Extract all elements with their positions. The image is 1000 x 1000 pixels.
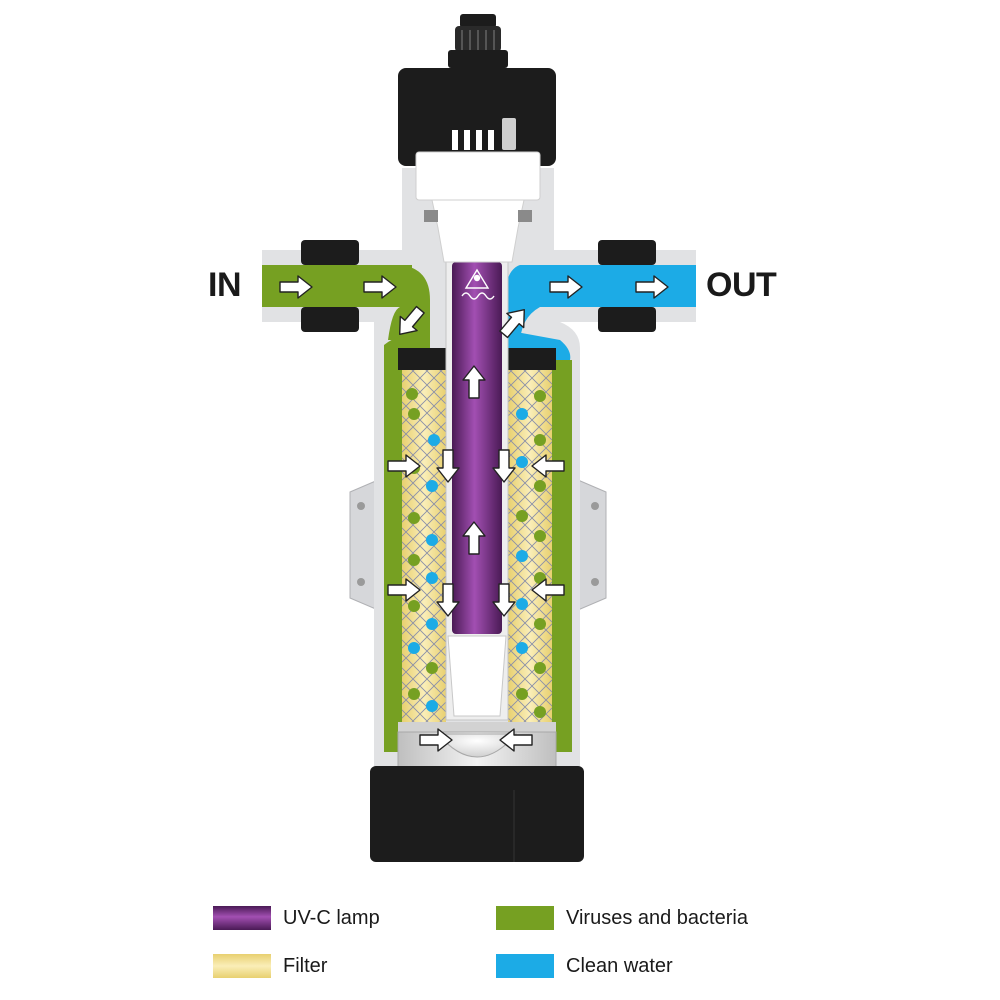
uv-symbol-icon — [461, 268, 495, 300]
flow-arrow-icon — [462, 365, 486, 399]
legend-item-viruses-and-bacteria: Viruses and bacteria — [496, 903, 748, 933]
virus-bacteria-particle — [406, 388, 418, 400]
virus-bacteria-particle — [408, 512, 420, 524]
right-bracket-screw — [591, 502, 599, 510]
flow-arrow-icon — [387, 454, 421, 478]
bottom-base — [370, 766, 584, 862]
outlet-coupling-bottom — [598, 307, 656, 332]
flow-arrow-icon — [635, 275, 669, 299]
flow-arrow-icon — [499, 309, 525, 339]
clean-water-particle — [516, 598, 528, 610]
flow-arrow-icon — [387, 578, 421, 602]
clean-water-particle — [408, 642, 420, 654]
flow-arrow-icon — [499, 728, 533, 752]
clean-water-particle — [516, 642, 528, 654]
virus-bacteria-particle — [534, 480, 546, 492]
flow-arrow-icon — [531, 578, 565, 602]
outlet-water — [520, 265, 696, 307]
legend-item-filter: Filter — [213, 951, 327, 981]
clean-water-particle — [516, 408, 528, 420]
flow-arrow-icon — [492, 583, 516, 617]
right-bracket-screw — [591, 578, 599, 586]
virus-bacteria-particle — [534, 662, 546, 674]
inlet-label: IN — [208, 266, 242, 304]
clean-water-particle — [426, 572, 438, 584]
flow-arrow-icon — [531, 454, 565, 478]
virus-bacteria-particle — [408, 688, 420, 700]
virus-bacteria-particle — [534, 530, 546, 542]
flow-arrow-icon — [279, 275, 313, 299]
flow-arrow-icon — [436, 583, 460, 617]
flow-arrows — [279, 275, 669, 752]
flow-arrow-icon — [462, 521, 486, 555]
outlet-label: OUT — [706, 266, 777, 304]
dirty-water-left-band — [384, 360, 406, 752]
filter-left-mesh — [402, 368, 446, 722]
virus-bacteria-particle — [408, 600, 420, 612]
clean-water-particle — [428, 434, 440, 446]
virus-bacteria-particle — [534, 434, 546, 446]
legend-label: Clean water — [566, 954, 673, 977]
legend-item-clean-water: Clean water — [496, 951, 673, 981]
flow-arrow-icon — [549, 275, 583, 299]
right-mounting-bracket — [577, 479, 607, 611]
flow-arrow-icon — [492, 449, 516, 483]
virus-bacteria-particle — [534, 618, 546, 630]
outlet-coupling-top — [598, 240, 656, 265]
clean-water-particle — [426, 700, 438, 712]
flow-arrow-icon — [363, 275, 397, 299]
legend-swatch-viruses-and-bacteria — [496, 906, 554, 930]
inlet-water-bend — [388, 265, 430, 340]
legend-item-uv-c-lamp: UV-C lamp — [213, 903, 380, 933]
lamp-head-connector — [415, 151, 541, 201]
lamp-holder-clip-right — [518, 210, 532, 222]
contact-pins — [452, 118, 516, 150]
dirty-water-right-band — [550, 360, 572, 752]
cable-gland-icon — [448, 14, 508, 68]
flow-arrow-icon — [436, 449, 460, 483]
particles — [406, 388, 546, 718]
inlet-coupling-bottom — [301, 307, 359, 332]
flow-arrow-icon — [419, 728, 453, 752]
virus-bacteria-particle — [408, 408, 420, 420]
virus-bacteria-particle — [534, 390, 546, 402]
virus-bacteria-particle — [408, 554, 420, 566]
clean-water-particle — [516, 456, 528, 468]
legend-label: Filter — [283, 954, 328, 977]
lamp-holder-clip-left — [424, 210, 438, 222]
legend-label: Viruses and bacteria — [566, 906, 748, 929]
filter-top-cap-right — [504, 348, 556, 370]
clean-water-particle — [426, 534, 438, 546]
clean-water-particle — [426, 618, 438, 630]
lamp-head-cap — [398, 68, 556, 166]
virus-bacteria-particle — [534, 706, 546, 718]
filter-top-cap-left — [398, 348, 450, 370]
virus-bacteria-particle — [516, 510, 528, 522]
legend-swatch-uv-c-lamp — [213, 906, 271, 930]
left-bracket-screw — [357, 578, 365, 586]
left-bracket-screw — [357, 502, 365, 510]
lamp-base — [447, 635, 507, 717]
legend-swatch-clean-water — [496, 954, 554, 978]
legend-swatch-filter — [213, 954, 271, 978]
legend-label: UV-C lamp — [283, 906, 380, 929]
filter-right-mesh — [508, 368, 552, 722]
virus-bacteria-particle — [516, 688, 528, 700]
lamp-holder — [431, 199, 525, 263]
clean-water-particle — [426, 480, 438, 492]
left-mounting-bracket — [349, 479, 379, 611]
flow-arrow-icon — [399, 305, 425, 335]
clean-water-particle — [516, 550, 528, 562]
inlet-coupling-top — [301, 240, 359, 265]
virus-bacteria-particle — [426, 662, 438, 674]
uv-c-lamp — [452, 262, 502, 634]
